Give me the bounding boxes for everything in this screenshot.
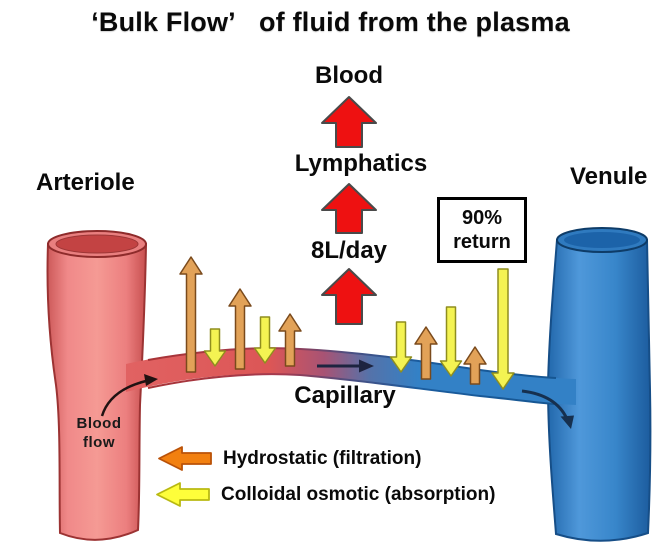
venule-vessel [546, 227, 652, 542]
filtration-arrows [179, 256, 487, 385]
absorption-arrow-icon [389, 321, 413, 373]
arteriole-tube [46, 243, 148, 541]
red-up-arrow-icon [321, 96, 377, 148]
flow-chain-rate-label: 8L/day [310, 237, 388, 264]
venule-tube [546, 239, 652, 542]
legend-hydrostatic-label: Hydrostatic (filtration) [223, 447, 422, 469]
filtration-arrow-icon [463, 346, 487, 385]
capillary-flow-arrow-icon [317, 359, 374, 373]
venule-lumen [564, 232, 640, 248]
flow-chain-lymphatics-label: Lymphatics [294, 150, 428, 177]
return-box-percent: 90% [461, 207, 503, 229]
arteriole-vessel [46, 230, 148, 541]
absorption-arrow-icon [253, 316, 277, 364]
return-box: 90% return [437, 197, 527, 263]
legend-hydrostatic: Hydrostatic (filtration) [157, 445, 421, 472]
capillary-bottom-edge [147, 373, 555, 405]
filtration-arrow-icon [179, 256, 203, 373]
filtration-arrow-icon [414, 326, 438, 380]
red-up-arrow-icon [321, 183, 377, 234]
hydrostatic-arrow-icon [158, 446, 212, 471]
arteriole-lumen [55, 234, 139, 254]
filtration-arrow-icon [278, 313, 302, 367]
arteriole-label: Arteriole [36, 169, 135, 196]
colloidal-arrow-icon [156, 482, 210, 507]
absorption-arrow-icon [203, 328, 227, 367]
return-box-word: return [453, 231, 511, 253]
return-arrow-icon [491, 268, 515, 390]
page-title: ‘Bulk Flow’ of fluid from the plasma [91, 7, 570, 37]
legend-colloidal: Colloidal osmotic (absorption) [155, 481, 495, 508]
filtration-arrow-icon [228, 288, 252, 370]
blood-flow-arrow-icon [100, 374, 158, 417]
venule-flow-arrow-icon [521, 389, 574, 429]
red-up-arrow-icon [321, 268, 377, 325]
absorption-arrows [203, 268, 515, 390]
absorption-arrow-icon [439, 306, 463, 377]
venule-label: Venule [570, 163, 648, 190]
capillary-label: Capillary [294, 382, 396, 409]
legend-colloidal-label: Colloidal osmotic (absorption) [221, 483, 496, 505]
lymphatic-return-arrows [321, 96, 377, 325]
blood-flow-label: Blood flow [76, 415, 122, 451]
flow-chain-blood-label: Blood [315, 62, 383, 89]
